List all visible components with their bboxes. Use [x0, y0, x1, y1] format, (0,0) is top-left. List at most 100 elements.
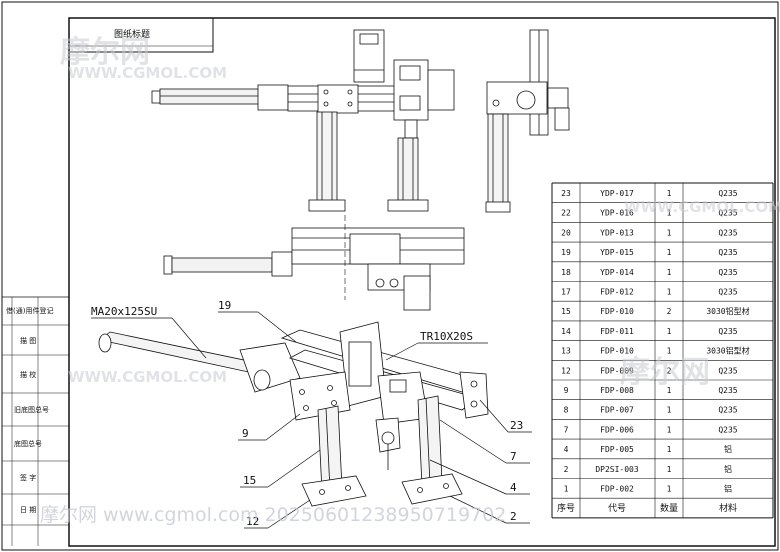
bom-material-cell: 铝 — [724, 484, 732, 494]
bom-seq-cell: 9 — [564, 386, 569, 395]
bom-seq-cell: 8 — [564, 406, 569, 415]
bom-material-cell: Q235 — [718, 366, 737, 375]
bom-seq-cell: 18 — [561, 268, 571, 277]
bom-qty-cell: 1 — [667, 209, 672, 218]
bom-code-cell: FDP-009 — [600, 366, 634, 375]
bom-seq-cell: 22 — [561, 209, 571, 218]
watermark-bottom: 摩尔网 www.cgmol.com 2025060123895071​9702 — [40, 504, 506, 526]
bom-seq-cell: 7 — [564, 425, 569, 434]
title-box: 图纸标题 — [69, 18, 214, 53]
bom-material-cell: 3030铝型材 — [706, 346, 749, 356]
bom-qty-cell: 1 — [667, 189, 672, 198]
bom-code-cell: FDP-002 — [600, 485, 634, 494]
bom-seq-cell: 13 — [561, 347, 571, 356]
bom-seq-cell: 2 — [564, 465, 569, 474]
bom-material-cell: Q235 — [718, 425, 737, 434]
callout-9: 9 — [242, 427, 249, 440]
callout-screw: TR10X20S — [420, 330, 473, 343]
side-registration-table: 借(通)用件登记 描 图 描 校 旧底图总号 底图总号 签 字 日 期 — [2, 296, 69, 546]
bom-code-cell: FDP-008 — [600, 386, 634, 395]
bom-seq-cell: 12 — [561, 366, 571, 375]
bom-material-cell: Q235 — [718, 189, 737, 198]
bom-code-cell: YDP-015 — [600, 248, 634, 257]
callout-12: 12 — [246, 515, 259, 528]
bom-header-material: 材料 — [719, 502, 737, 514]
bom-qty-cell: 1 — [667, 425, 672, 434]
side-label-1: 描 图 — [20, 336, 36, 345]
bom-qty-cell: 1 — [667, 406, 672, 415]
side-label-4: 底图总号 — [14, 439, 42, 448]
bom-material-cell: 铝 — [724, 464, 732, 474]
callout-2: 2 — [510, 510, 517, 523]
bom-qty-cell: 2 — [667, 366, 672, 375]
bom-code-cell: FDP-010 — [600, 347, 634, 356]
watermark-logo-right: 摩尔网 — [620, 355, 710, 390]
bom-code-cell: DP2SI-003 — [595, 465, 639, 474]
bom-qty-cell: 1 — [667, 445, 672, 454]
bom-material-cell: Q235 — [718, 386, 737, 395]
bom-code-cell: FDP-011 — [600, 327, 634, 336]
watermark-url-mid: WWW.CGMOL.COM — [68, 368, 227, 386]
bom-material-cell: Q235 — [718, 209, 737, 218]
callout-cylinder: MA20x125SU — [91, 305, 157, 318]
bom-header-code: 代号 — [608, 503, 626, 514]
bom-material-cell: Q235 — [718, 406, 737, 415]
bom-material-cell: Q235 — [718, 268, 737, 277]
side-view — [485, 29, 570, 213]
bom-qty-cell: 1 — [667, 268, 672, 277]
bom-qty-cell: 1 — [667, 347, 672, 356]
bom-seq-cell: 14 — [561, 327, 571, 336]
watermark-url-top: WWW.CGMOL.COM — [68, 64, 227, 82]
bom-material-cell: Q235 — [718, 228, 737, 237]
watermark-url-right: WWW.CGMOL.COM — [624, 198, 780, 216]
bom-code-cell: FDP-012 — [600, 288, 634, 297]
bom-code-cell: YDP-017 — [600, 189, 634, 198]
bom-code-cell: YDP-016 — [600, 209, 634, 218]
side-label-6: 日 期 — [20, 506, 36, 514]
bom-seq-cell: 4 — [564, 445, 569, 454]
watermark-logo-top: 摩尔网 — [60, 35, 150, 70]
bom-qty-cell: 1 — [667, 327, 672, 336]
bom-material-cell: Q235 — [718, 248, 737, 257]
bom-header-seq: 序号 — [557, 502, 575, 514]
bom-seq-cell: 1 — [564, 485, 569, 494]
bom-seq-cell: 19 — [561, 248, 571, 257]
bom-seq-cell: 15 — [561, 307, 571, 316]
bom-material-cell: Q235 — [718, 327, 737, 336]
bom-seq-cell: 20 — [561, 228, 571, 237]
bom-qty-cell: 1 — [667, 228, 672, 237]
bom-qty-cell: 1 — [667, 386, 672, 395]
bom-code-cell: FDP-007 — [600, 406, 634, 415]
bom-code-cell: FDP-010 — [600, 307, 634, 316]
front-view — [151, 29, 455, 212]
top-view — [163, 215, 465, 311]
bom-qty-cell: 1 — [667, 288, 672, 297]
callout-7: 7 — [510, 450, 517, 463]
side-label-3: 旧底图总号 — [14, 405, 49, 414]
side-label-2: 描 校 — [20, 370, 36, 379]
side-label-0: 借(通)用件登记 — [6, 306, 53, 315]
inner-border — [68, 17, 776, 547]
bom-code-cell: YDP-014 — [600, 268, 634, 277]
title-box-text: 图纸标题 — [114, 28, 150, 40]
bom-material-cell: 铝 — [724, 444, 732, 454]
bom-qty-cell: 1 — [667, 248, 672, 257]
callout-15: 15 — [243, 474, 256, 487]
bom-qty-cell: 2 — [667, 307, 672, 316]
bom-seq-cell: 17 — [561, 288, 571, 297]
callout-23: 23 — [510, 419, 523, 432]
bom-qty-cell: 1 — [667, 485, 672, 494]
callout-4: 4 — [510, 481, 517, 494]
callouts — [91, 311, 532, 529]
side-label-5: 签 字 — [20, 473, 36, 482]
bom-material-cell: 3030铝型材 — [706, 306, 749, 316]
isometric-view — [98, 321, 489, 507]
callout-19: 19 — [218, 299, 231, 312]
bom-code-cell: FDP-006 — [600, 425, 634, 434]
bom-material-cell: Q235 — [718, 288, 737, 297]
bom-code-cell: YDP-013 — [600, 228, 634, 237]
bom-seq-cell: 23 — [561, 189, 571, 198]
bom-code-cell: FDP-005 — [600, 445, 634, 454]
